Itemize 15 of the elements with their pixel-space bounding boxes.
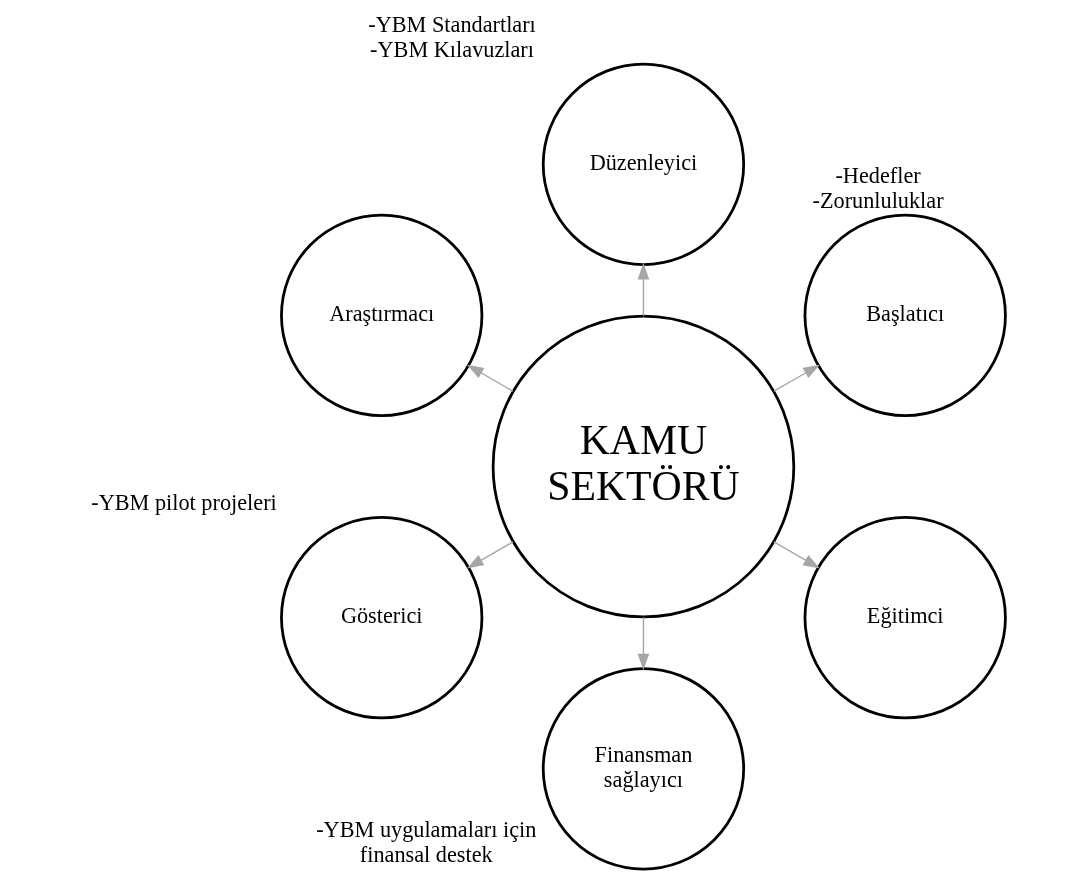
arrow [772,364,820,392]
node-label: -YBM Kılavuzları [369,36,534,62]
node-label: -Zorunluluklar [812,187,944,213]
arrow [772,541,820,569]
arrow [466,364,514,392]
node-circle: Finansman sağlayıcı [541,667,745,871]
node-label: -Hedefler [834,162,921,188]
arrow [637,262,649,317]
arrow [466,541,514,569]
node-circle: KAMU SEKTÖRÜ [491,314,795,619]
node-label: -YBM pilot projeleri [90,490,277,516]
node-circle: Düzenleyici [541,62,745,266]
arrow [637,616,649,671]
node-label: -YBM Standartları [367,11,536,37]
node-label: -YBM uygulamaları için finansal destek [315,816,536,867]
